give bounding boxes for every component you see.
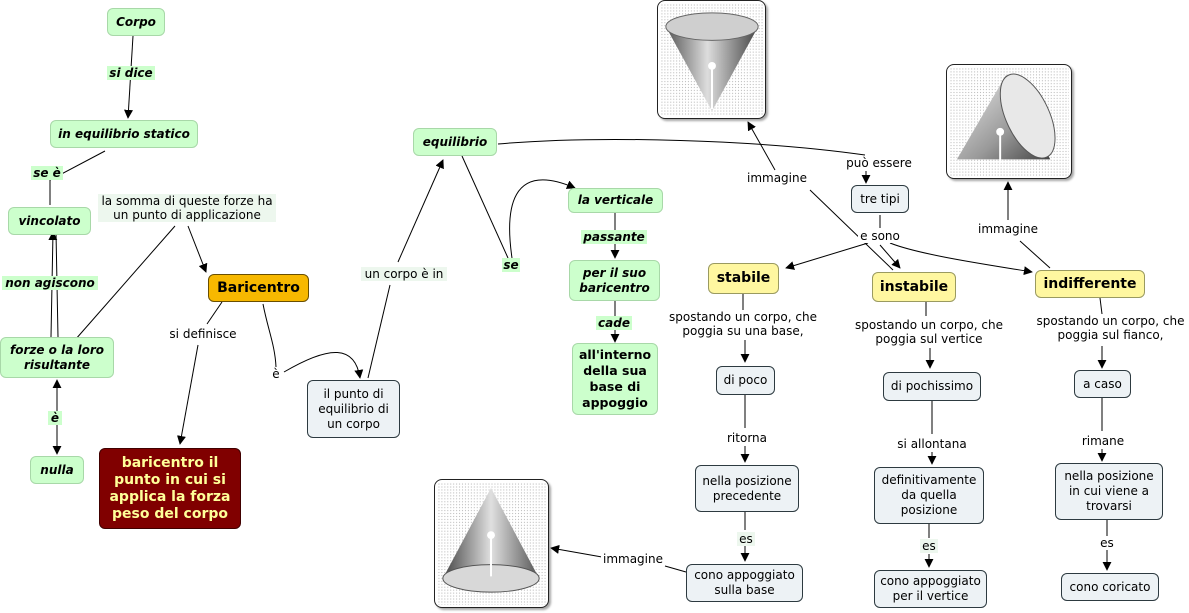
concept-label: equilibrio [422,134,488,149]
link-label-somma-forze: la somma di queste forze ha un punto di … [98,194,276,222]
concept-la-verticale[interactable]: la verticale [568,188,663,213]
concept-interno-base[interactable]: all'interno della sua base di appoggio [572,343,658,415]
concept-label: cono coricato [1069,579,1151,594]
link-label-es-1: es [737,532,755,546]
link-immagine3-img3 [550,544,603,558]
concept-label: il punto di equilibrio di un corpo [318,386,389,431]
cone-lying-image [946,64,1072,179]
link-label-se: se [502,258,520,272]
concept-di-poco[interactable]: di poco [716,366,775,395]
link-label-immagine-1: immagine [744,171,810,185]
link-label-si-definisce: si definisce [167,327,239,341]
link-indifferente-spostando [1099,297,1103,315]
concept-cono-coricato[interactable]: cono coricato [1061,573,1159,601]
cone-on-base-image [434,479,549,608]
concept-a-caso[interactable]: a caso [1074,370,1131,398]
concept-instabile[interactable]: instabile [872,272,956,302]
concept-cono-vertice[interactable]: cono appoggiato per il vertice [874,570,987,608]
concept-label: cono appoggiato sulla base [694,568,795,597]
concept-baricentro-definizione[interactable]: baricentro il punto in cui si applica la… [99,448,241,529]
concept-label: definitivamente da quella posizione [881,473,977,517]
link-label-es-2: es [920,539,938,553]
link-label-un-corpo-e-in: un corpo è in [361,267,447,281]
concept-indifferente[interactable]: indifferente [1035,270,1145,298]
link-label-puo-essere: può essere [844,156,914,170]
link-baricentro-definisce [206,301,223,325]
concept-label: nulla [40,462,74,477]
link-label-es-3: es [1098,536,1116,550]
link-label-e-punto: è [270,367,282,381]
link-label-non-agiscono: non agiscono [2,276,98,290]
concept-label: indifferente [1043,275,1137,292]
upright-cone-icon [436,482,547,605]
concept-forze-risultante[interactable]: forze o la loro risultante [0,337,114,378]
link-conobase-immagine3 [664,565,687,573]
concept-label: vincolato [18,213,81,228]
concept-cono-base[interactable]: cono appoggiato sulla base [686,564,803,602]
link-label-si-dice: si dice [107,66,155,80]
link-label-immagine-2: immagine [976,222,1040,236]
concept-label: Corpo [116,14,156,29]
link-label-si-allontana: si allontana [894,437,970,451]
concept-baricentro[interactable]: Baricentro [208,274,309,302]
concept-di-pochissimo[interactable]: di pochissimo [883,372,981,401]
concept-definitivamente[interactable]: definitivamente da quella posizione [874,467,984,524]
inverted-cone-icon [659,3,764,116]
concept-punto-equilibrio[interactable]: il punto di equilibrio di un corpo [307,380,400,438]
link-label-passante: passante [581,230,647,244]
concept-label: Baricentro [217,279,300,296]
concept-label: tre tipi [860,191,900,206]
concept-vincolato[interactable]: vincolato [8,207,91,235]
concept-corpo[interactable]: Corpo [107,8,165,36]
link-esono-indifferente [889,242,1033,276]
link-label-e-nulla: è [48,411,62,425]
cone-upside-down-image [657,0,766,119]
link-label-rimane: rimane [1080,434,1126,448]
link-equilibrio-puoessere [497,139,866,156]
link-label-se-e: se è [31,166,63,180]
concept-label: nella posizione in cui viene a trovarsi [1064,469,1154,513]
concept-label: nella posizione precedente [702,473,792,503]
concept-in-equilibrio-statico[interactable]: in equilibrio statico [50,120,198,148]
concept-tre-tipi[interactable]: tre tipi [851,185,909,213]
link-punto-corpoin [367,284,391,379]
link-label-spostando-indifferente: spostando un corpo, che poggia sul fianc… [1032,314,1189,342]
link-se-verticale [509,179,576,259]
concept-label: baricentro il punto in cui si applica la… [109,454,231,522]
link-label-ritorna: ritorna [724,431,770,445]
concept-label: di poco [723,373,768,387]
lying-cone-icon [949,66,1069,177]
link-label-spostando-instabile: spostando un corpo, che poggia sul verti… [850,318,1008,346]
link-immagine1-img1 [747,121,776,171]
concept-label: in equilibrio statico [58,126,190,141]
concept-per-il-suo-baricentro[interactable]: per il suo baricentro [569,260,660,301]
concept-label: cono appoggiato per il vertice [880,574,981,603]
link-e-punto [283,351,364,379]
link-equilibrio-se [461,155,509,259]
concept-label: per il suo baricentro [579,265,650,295]
link-label-spostando-stabile: spostando un corpo, che poggia su una ba… [666,310,820,338]
concept-label: di pochissimo [890,379,974,393]
concept-stabile[interactable]: stabile [708,263,779,294]
concept-posizione-trovarsi[interactable]: nella posizione in cui viene a trovarsi [1055,463,1163,520]
concept-equilibrio[interactable]: equilibrio [413,128,497,156]
link-label-e-sono: e sono [858,229,902,243]
concept-nulla[interactable]: nulla [30,456,84,484]
concept-label: instabile [879,278,949,295]
concept-label: la verticale [577,193,654,207]
concept-label: a caso [1083,376,1122,391]
concept-label: all'interno della sua base di appoggio [578,347,652,410]
concept-label: stabile [716,270,771,286]
concept-label: forze o la loro risultante [9,342,104,372]
link-indifferente-immagine2 [1019,240,1051,269]
link-esono-stabile [785,242,869,270]
link-esono-instabile [879,244,901,269]
link-corpoin-equilibrio [397,159,444,263]
link-baricentro-e [262,303,277,368]
concept-posizione-precedente[interactable]: nella posizione precedente [695,465,799,512]
link-label-cade: cade [596,316,632,330]
link-label-immagine-3: immagine [601,552,665,566]
link-definisce-red [177,344,199,445]
link-somma-baricentro [187,225,208,273]
